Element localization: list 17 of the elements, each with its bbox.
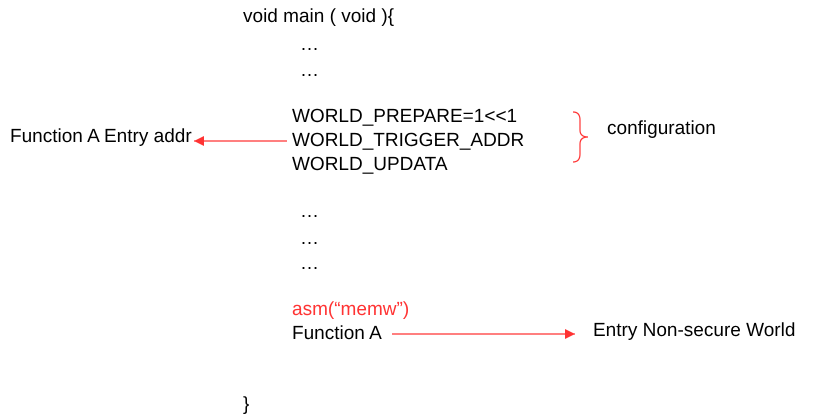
code-line: WORLD_PREPARE=1<<1 xyxy=(292,106,518,128)
arrow xyxy=(392,329,575,339)
code-line: asm(“memw”) xyxy=(292,299,410,321)
code-line: WORLD_UPDATA xyxy=(292,154,448,176)
ellipsis: … xyxy=(300,228,319,250)
arrow xyxy=(194,136,287,146)
ellipsis: … xyxy=(300,34,319,56)
annotation-text: Function A Entry addr xyxy=(10,126,192,148)
annotation-text: Entry Non-secure World xyxy=(593,320,796,342)
code-line: } xyxy=(243,394,250,416)
ellipsis: … xyxy=(300,60,319,82)
ellipsis: … xyxy=(300,201,319,223)
code-line: Function A xyxy=(292,323,382,345)
ellipsis: … xyxy=(300,253,319,275)
annotation-text: configuration xyxy=(607,118,716,140)
code-line: WORLD_TRIGGER_ADDR xyxy=(292,130,524,152)
code-line: void main ( void ){ xyxy=(243,6,394,28)
